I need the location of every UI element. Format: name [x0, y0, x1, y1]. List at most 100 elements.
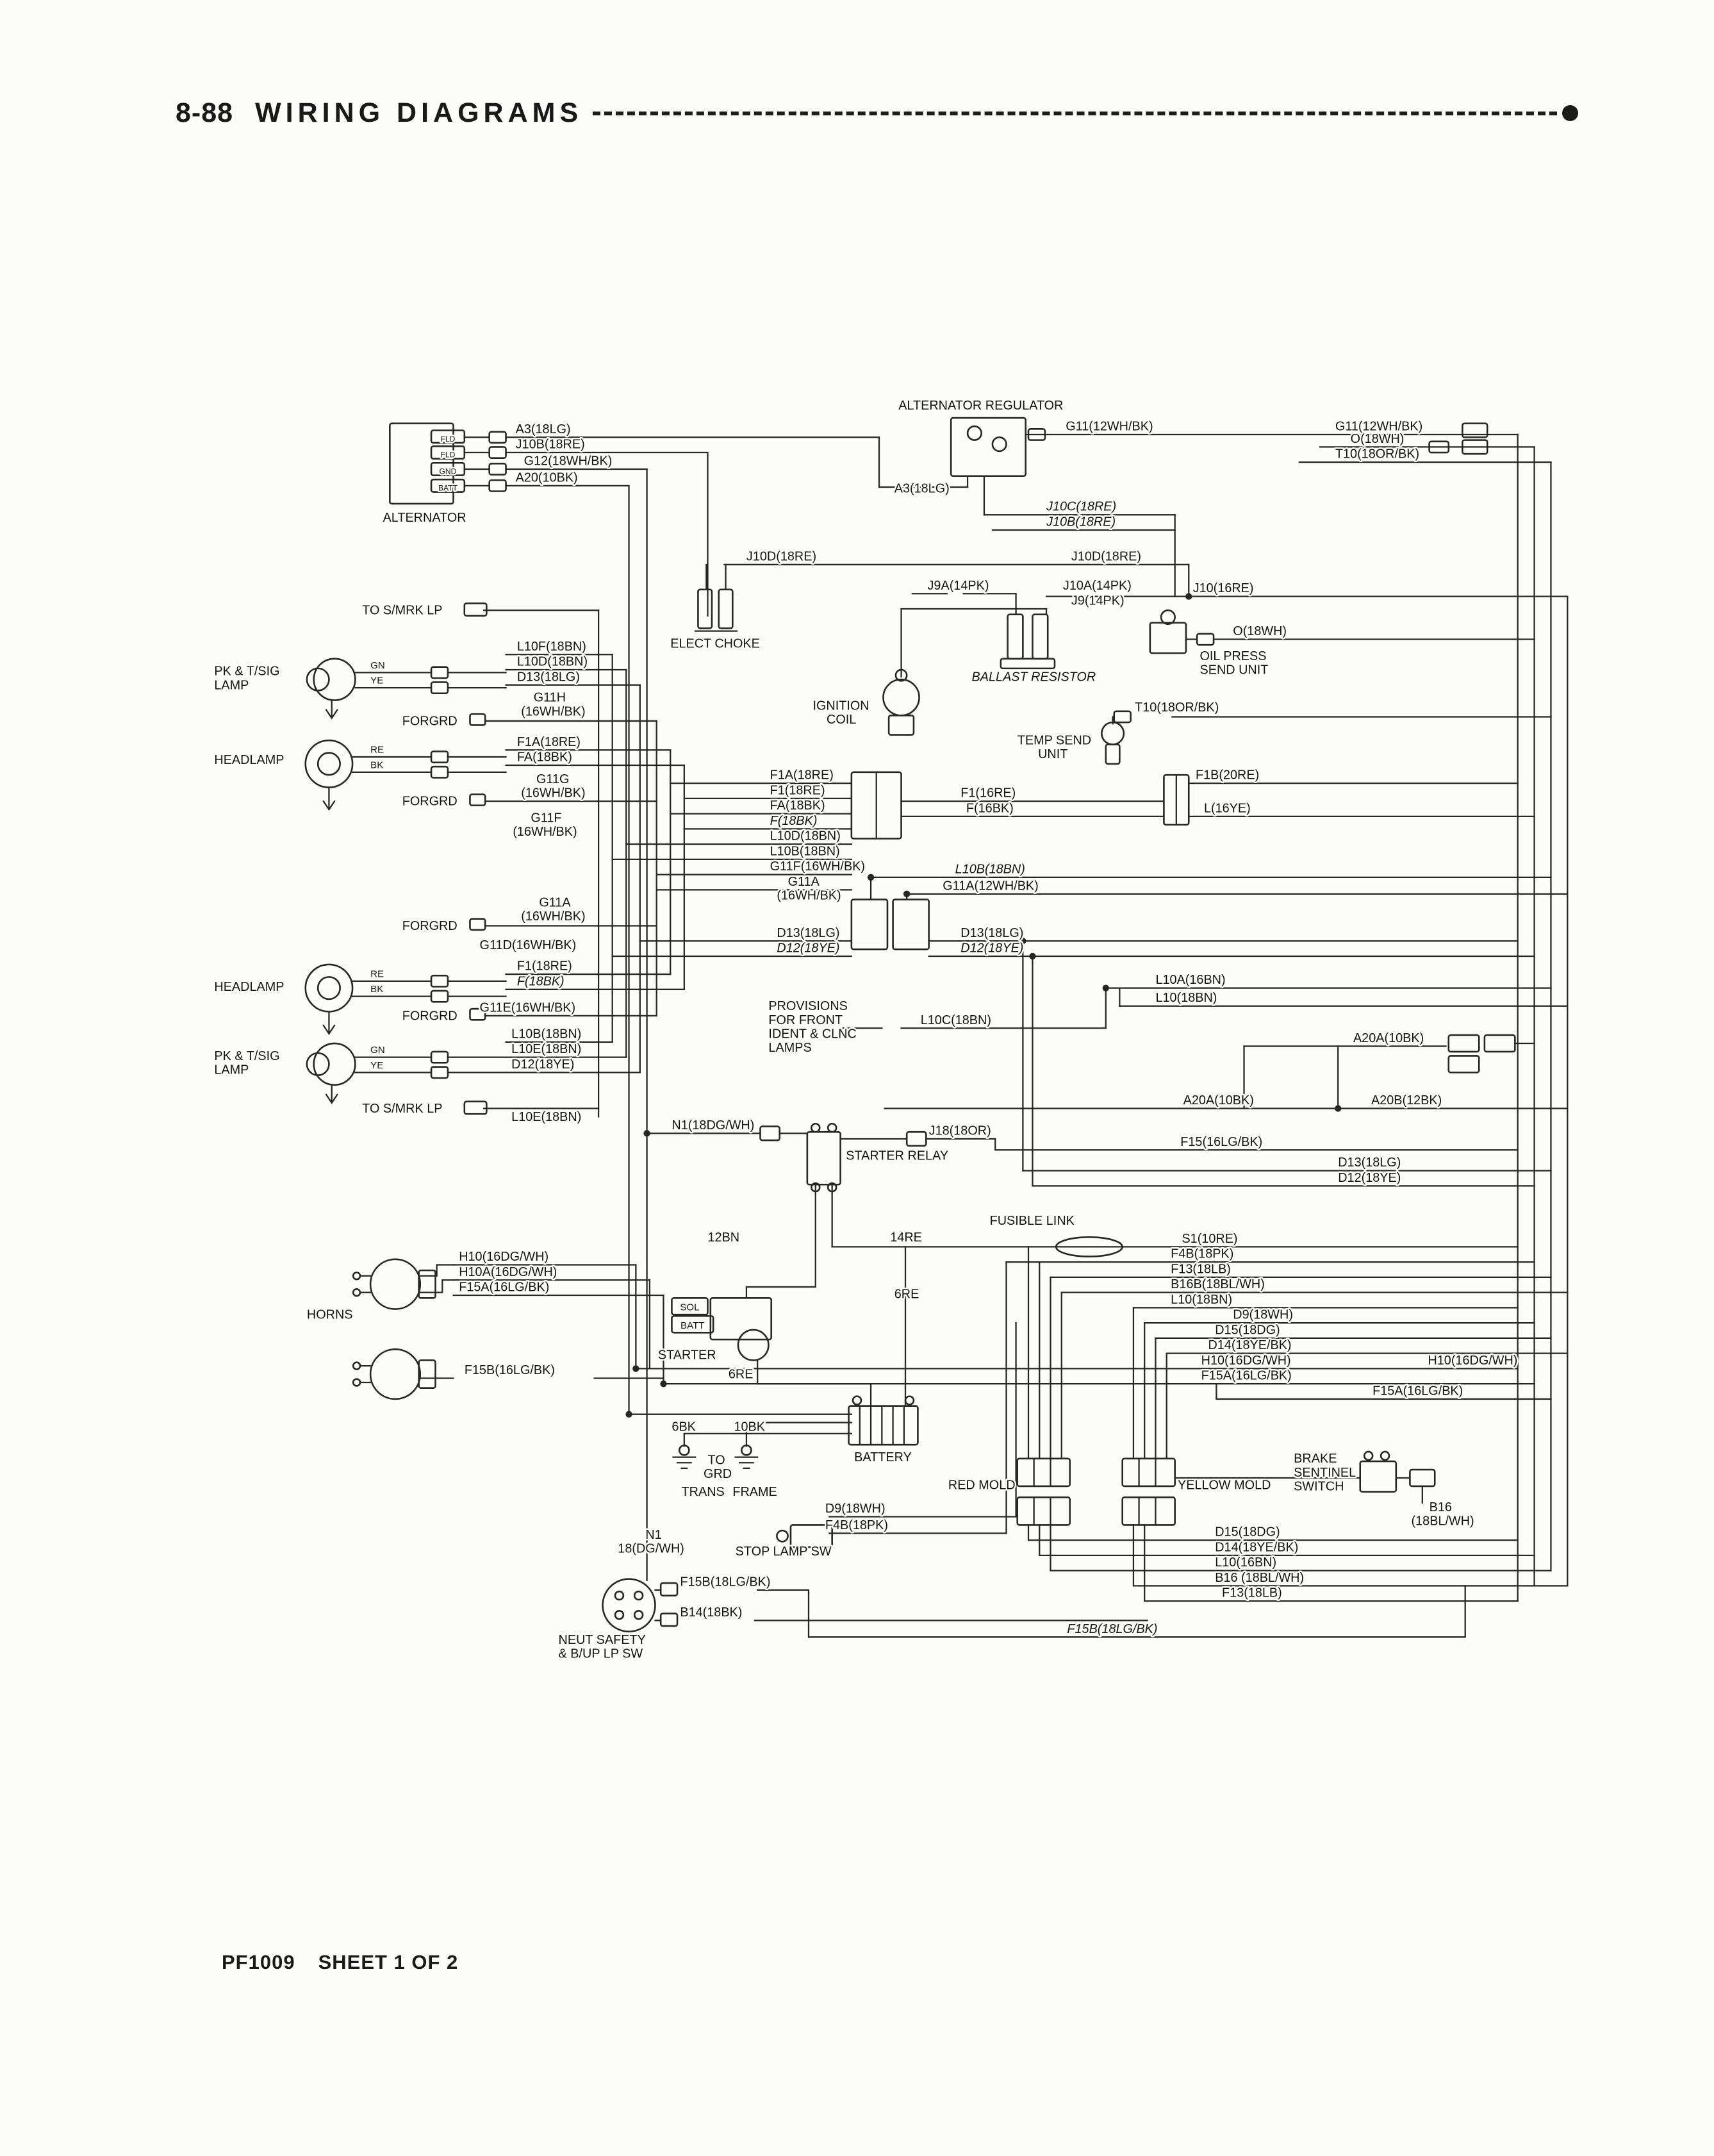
wire	[419, 1279, 454, 1293]
wire-label: 12BN	[708, 1231, 740, 1245]
bulkhead-connector	[892, 899, 930, 950]
junction-dot	[632, 1365, 639, 1372]
headlamp-bulb	[317, 976, 341, 1000]
wire-label: SENTINEL	[1294, 1466, 1356, 1480]
alternator-pin-batt	[430, 478, 466, 493]
connector	[1409, 1468, 1436, 1488]
wire-label: F13(18LB)	[1222, 1586, 1282, 1600]
wire-label: G11D(16WH/BK)	[480, 938, 577, 952]
wire-label: H10A(16DG/WH)	[459, 1265, 557, 1279]
regulator-terminal	[991, 436, 1007, 452]
wire-label: D13(18LG)	[517, 670, 580, 684]
wire-label: O(18WH)	[1233, 624, 1287, 638]
wire-label: (16WH/BK)	[777, 888, 841, 902]
junction-dot	[625, 1411, 632, 1418]
temp-send-unit-label: TEMP SEND	[1018, 734, 1091, 748]
oil-press-send-unit-body	[1149, 622, 1187, 654]
wire-label: BATT	[680, 1320, 704, 1331]
wire-label: A20A(10BK)	[1183, 1093, 1254, 1107]
wire-label: J18(18OR)	[929, 1124, 991, 1138]
wire-label: G11G	[536, 772, 569, 786]
pk-tsig-lamp-label: PK & T/SIG	[214, 1049, 279, 1063]
wire-label: F4B(18PK)	[825, 1518, 888, 1532]
wire-label: GND	[440, 467, 457, 476]
junction-dot	[1102, 984, 1109, 991]
wire	[1215, 1383, 1552, 1400]
wire	[683, 1432, 853, 1447]
wire-label: L10E(18BN)	[511, 1110, 581, 1124]
wire-label: (16WH/BK)	[521, 909, 585, 924]
wire-label: L10(16BN)	[1215, 1555, 1276, 1570]
connector	[659, 1582, 679, 1596]
wire-label: COIL	[827, 713, 856, 727]
wire-label: T10(18OR/BK)	[1135, 701, 1219, 715]
connector	[659, 1613, 679, 1627]
wire-label: L10D(18BN)	[770, 829, 841, 843]
wire-label: J10(16RE)	[1193, 581, 1254, 595]
starter-label: STARTER	[658, 1348, 716, 1362]
relay-terminal	[827, 1182, 837, 1193]
wire-label: F(18BK)	[770, 814, 818, 828]
junction-dot	[903, 890, 911, 898]
page-header: 8-88 WIRING DIAGRAMS	[176, 97, 1578, 129]
wire-label: TO S/MRK LP	[362, 604, 442, 618]
wire-label: N1(18DG/WH)	[672, 1118, 754, 1132]
starter-relay-label: STARTER RELAY	[846, 1148, 948, 1163]
wire-label: A20B(12BK)	[1371, 1093, 1442, 1107]
wire-label: LAMP	[214, 678, 249, 692]
wire-label: H10(16DG/WH)	[1201, 1354, 1291, 1368]
wire-label: L10F(18BN)	[517, 640, 586, 654]
wire-label: S1(10RE)	[1182, 1232, 1237, 1246]
ignition-coil-base	[887, 714, 915, 736]
wire-label: F15B(18LG/BK)	[1067, 1622, 1157, 1636]
starter-relay-body	[806, 1131, 841, 1186]
horn-mouth	[418, 1269, 436, 1299]
switch-terminal	[1380, 1450, 1390, 1461]
relay-terminal	[811, 1122, 821, 1133]
pk-tsig-lamp-body	[313, 1042, 356, 1086]
wire-label: F15A(16LG/BK)	[459, 1281, 549, 1295]
wire-label: L10A(16BN)	[1155, 973, 1225, 987]
wire-label: D9(18WH)	[1233, 1308, 1293, 1322]
wire-label: TRANS	[682, 1485, 725, 1499]
ballast-resistor-label: BALLAST RESISTOR	[972, 670, 1096, 684]
wire-label: J10D(18RE)	[1071, 549, 1141, 563]
elect-choke-body	[718, 588, 734, 629]
junction-dot	[1185, 593, 1192, 600]
wire-label: FA(18BK)	[517, 750, 572, 765]
wire-label: SWITCH	[1294, 1479, 1344, 1493]
wire-label: J10B(18RE)	[1046, 515, 1116, 529]
wire-label: 10BK	[734, 1420, 766, 1434]
wire-label: L10B(18BN)	[955, 862, 1025, 876]
starter-body	[709, 1297, 773, 1341]
wire-label: J9(14PK)	[1071, 594, 1125, 608]
horns-label: HORNS	[307, 1308, 353, 1322]
wire-label: & B/UP LP SW	[559, 1647, 643, 1661]
wire-label: GN	[370, 1045, 385, 1056]
wire-label: L10(18BN)	[1155, 991, 1217, 1005]
wire-label: G11H	[534, 691, 566, 705]
wire-label: A20(10BK)	[516, 470, 578, 485]
wire	[505, 485, 853, 1415]
connector	[905, 1131, 927, 1147]
wire-label: G11F	[531, 811, 561, 825]
wire-label: B14(18BK)	[680, 1605, 742, 1620]
connector	[488, 446, 507, 459]
wire-label: G11E(16WH/BK)	[480, 1000, 576, 1015]
wire-label: D15(18DG)	[1215, 1323, 1280, 1337]
wire	[505, 436, 969, 488]
regulator-terminal	[966, 425, 982, 441]
switch-terminal	[1363, 1450, 1374, 1461]
alternator-pin-gnd	[430, 461, 466, 476]
connector	[1027, 428, 1046, 441]
headlamp-label: HEADLAMP	[214, 980, 284, 994]
switch-terminal	[614, 1590, 625, 1601]
neut-safety-switch-label: NEUT SAFETY	[559, 1633, 646, 1647]
wire-label: T10(18OR/BK)	[1335, 447, 1419, 461]
starter-motor	[737, 1329, 770, 1361]
starter-sol-terminal-box	[671, 1297, 709, 1316]
horn-terminal	[352, 1378, 361, 1387]
ignition-coil-body	[882, 678, 920, 717]
wire	[757, 1585, 1466, 1638]
